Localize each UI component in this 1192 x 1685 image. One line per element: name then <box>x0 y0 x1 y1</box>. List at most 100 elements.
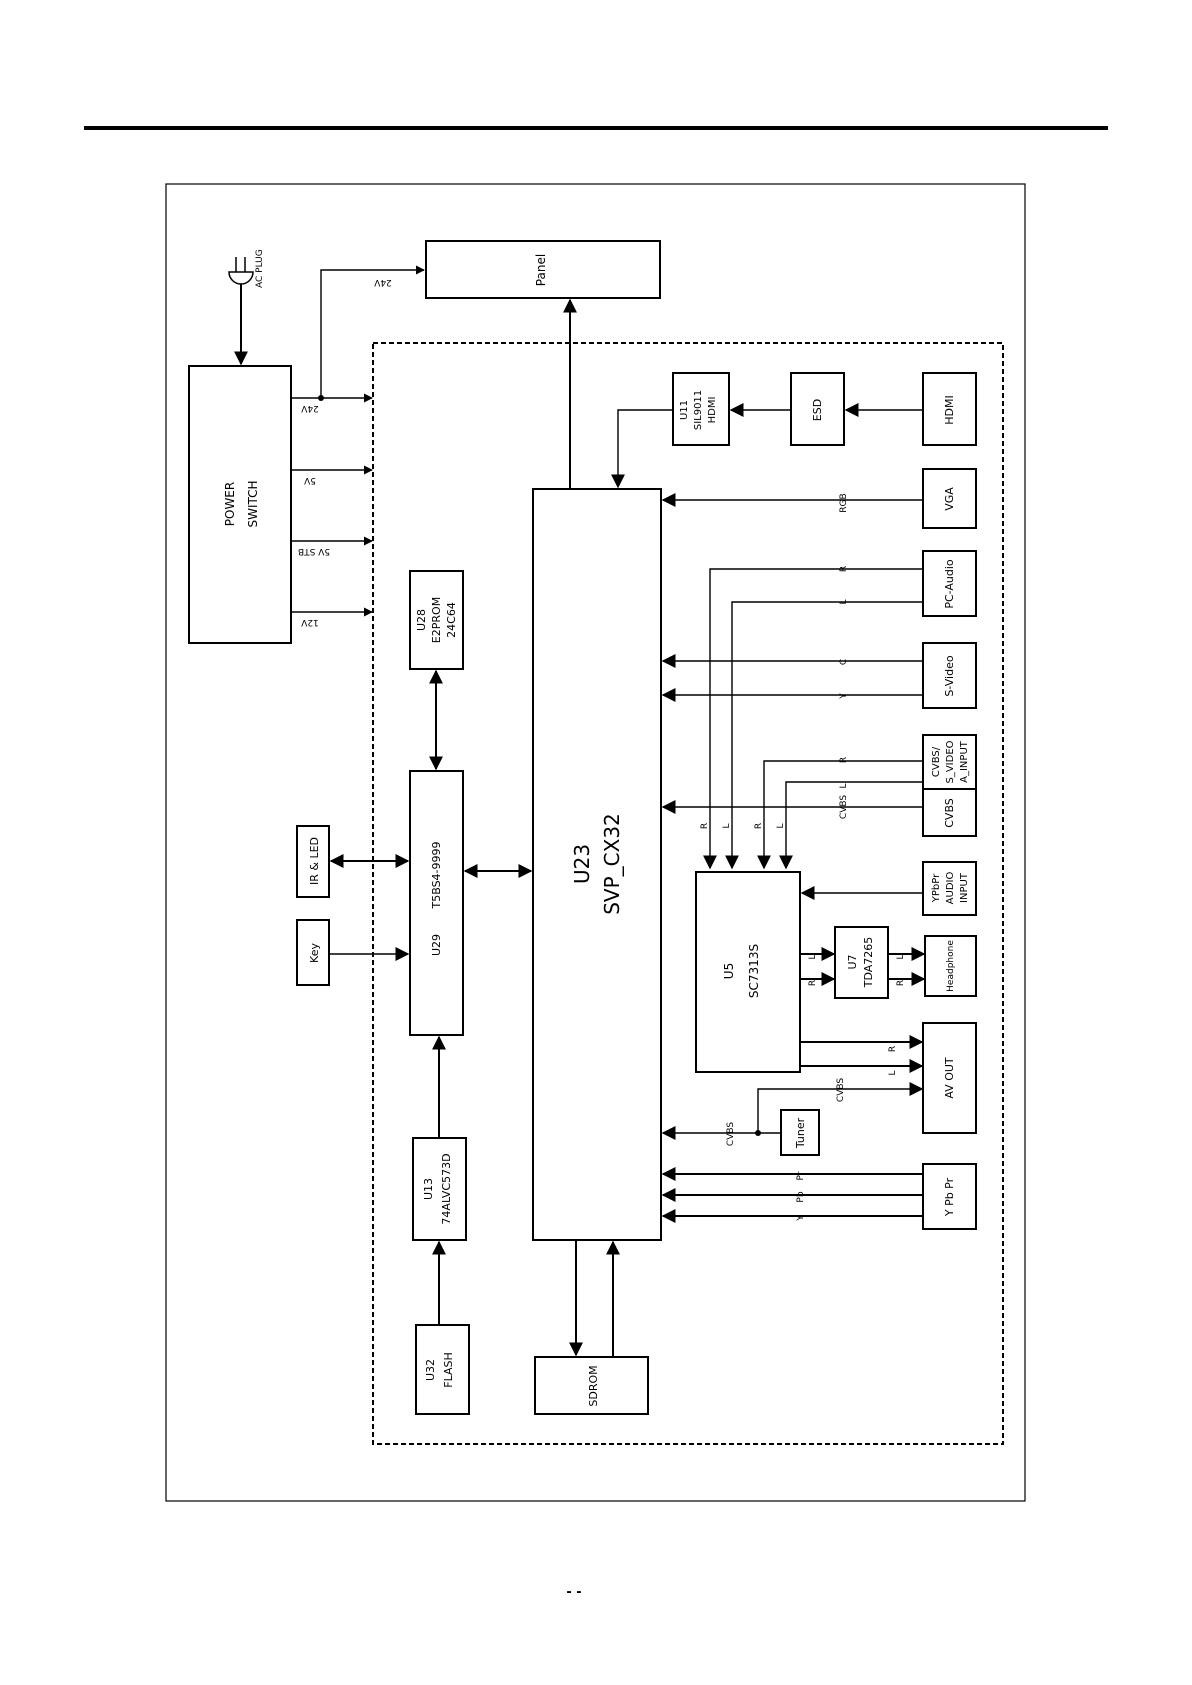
u5-block <box>695 871 801 1073</box>
av-l-label: L <box>888 1070 898 1075</box>
pc-audio-block <box>922 550 977 617</box>
cvbs-audio-label-2: S_VIDEO <box>945 740 956 783</box>
u5-label: U5 <box>722 963 736 979</box>
ypbpr-block <box>922 1163 977 1230</box>
cvbs-audio-r-line <box>757 760 923 870</box>
rgb-label: RGB <box>839 493 849 512</box>
cv-l-label: L <box>839 783 849 788</box>
cvbs-block <box>922 788 977 837</box>
vga-block <box>922 468 977 529</box>
u23-label-2: SVP_CX32 <box>600 813 624 915</box>
esd-block <box>790 372 845 446</box>
u11-label-3: HDMI <box>707 397 718 424</box>
ypbpr-audio-label: YPbPr <box>931 873 942 903</box>
cvbs-label: CVBS <box>943 798 956 828</box>
u13-label: U13 <box>422 1178 435 1200</box>
cv-r-label: R <box>839 757 849 763</box>
cvbs-audio-block <box>922 734 977 790</box>
av-out-block <box>922 1022 977 1134</box>
u11-label-2: SIL9011 <box>693 390 704 430</box>
u13-label-2: 74ALVC573D <box>440 1153 453 1224</box>
u7-r-label: R <box>808 980 818 986</box>
hp-r-label: R <box>896 980 906 986</box>
u32-label-2: FLASH <box>442 1352 455 1388</box>
u11-label: U11 <box>679 400 690 420</box>
u7-block <box>834 926 889 999</box>
u28-block <box>409 570 464 670</box>
pc-audio-label: PC-Audio <box>943 559 956 609</box>
sv-c-label: C <box>839 659 849 665</box>
esd-label: ESD <box>811 399 824 421</box>
av-cvbs-label: CVBS <box>836 1078 846 1102</box>
cvbs-in-label: CVBS <box>839 795 849 819</box>
headphone-label: Headphone <box>946 940 956 992</box>
av-out-label: AV OUT <box>943 1057 956 1099</box>
u11-to-u23 <box>611 409 673 489</box>
u7-label-2: TDA7265 <box>862 937 875 989</box>
u23-block <box>532 488 662 1241</box>
u5-in-r1-label: R <box>700 823 710 829</box>
outer-frame <box>165 183 1026 1502</box>
pc-r-label: R <box>839 566 849 572</box>
u7-l-label: L <box>808 954 818 959</box>
hp-l-label: L <box>896 954 906 959</box>
panel-label: Panel <box>534 254 548 286</box>
u32-block <box>415 1324 470 1415</box>
u28-label-3: 24C64 <box>445 602 458 638</box>
tuner-block <box>780 1109 820 1156</box>
label-5v-stb: 5V STB <box>298 546 330 556</box>
s-video-block <box>922 642 977 709</box>
u29-ref-label: U29 <box>430 934 443 956</box>
label-5v: 5V <box>303 475 316 485</box>
cvbs-audio-l-line <box>779 781 923 870</box>
ypbpr-audio-label-2: AUDIO <box>945 872 956 905</box>
ir-led-block <box>296 825 330 898</box>
ir-led-label: IR & LED <box>308 837 321 885</box>
ypbpr-audio-label-3: INPUT <box>959 872 970 903</box>
u28-label: U28 <box>415 609 428 631</box>
pc-audio-r-line <box>703 568 923 870</box>
headphone-block <box>924 935 977 997</box>
u11-block <box>672 372 730 446</box>
label-24v: 24V <box>300 403 318 413</box>
pc-audio-l-line <box>725 601 923 870</box>
power-switch-block <box>188 365 292 644</box>
u7-label: U7 <box>846 954 859 969</box>
tuner-cvbs-label: CVBS <box>726 1122 736 1146</box>
pr-label: Pr <box>796 1171 806 1180</box>
label-12v: 12V <box>300 617 318 627</box>
ac-plug-label: AC PLUG <box>255 249 265 288</box>
u5-in-l2-label: L <box>776 823 786 828</box>
av-r-label: R <box>888 1046 898 1052</box>
hdmi-connector-block <box>922 372 977 446</box>
main-board-boundary <box>372 342 1004 1445</box>
ypbpr-label: Y Pb Pr <box>943 1177 956 1217</box>
u13-block <box>412 1137 467 1241</box>
ypbpr-audio-block <box>922 861 977 916</box>
u5-in-l1-label: L <box>722 823 732 828</box>
u23-label: U23 <box>570 844 594 884</box>
cvbs-audio-label: CVBS/ <box>931 746 942 777</box>
u29-block <box>409 770 464 1036</box>
page-number: - - <box>566 1585 581 1600</box>
vga-label: VGA <box>943 487 956 511</box>
u5-in-r2-label: R <box>754 823 764 829</box>
key-label: Key <box>308 943 321 963</box>
panel-block <box>425 240 661 299</box>
sv-y-label: Y <box>839 693 849 700</box>
hdmi-connector-label: HDMI <box>943 395 956 424</box>
pc-l-label: L <box>839 599 849 604</box>
key-block <box>296 919 330 986</box>
tuner-to-av-cvbs <box>757 1082 924 1133</box>
rail-24v-panel <box>320 265 425 398</box>
sdrom-label: SDROM <box>587 1365 600 1406</box>
power-switch-label-2: SWITCH <box>246 480 260 527</box>
y-label: Y <box>796 1215 806 1222</box>
tuner-label: Tuner <box>794 1117 807 1149</box>
cvbs-audio-label-3: A_INPUT <box>959 740 970 783</box>
u5-label-2: SC7313S <box>747 944 761 998</box>
power-switch-label: POWER <box>223 482 237 526</box>
u28-label-2: E2PROM <box>430 597 443 643</box>
label-24v-panel: 24V <box>373 277 391 287</box>
